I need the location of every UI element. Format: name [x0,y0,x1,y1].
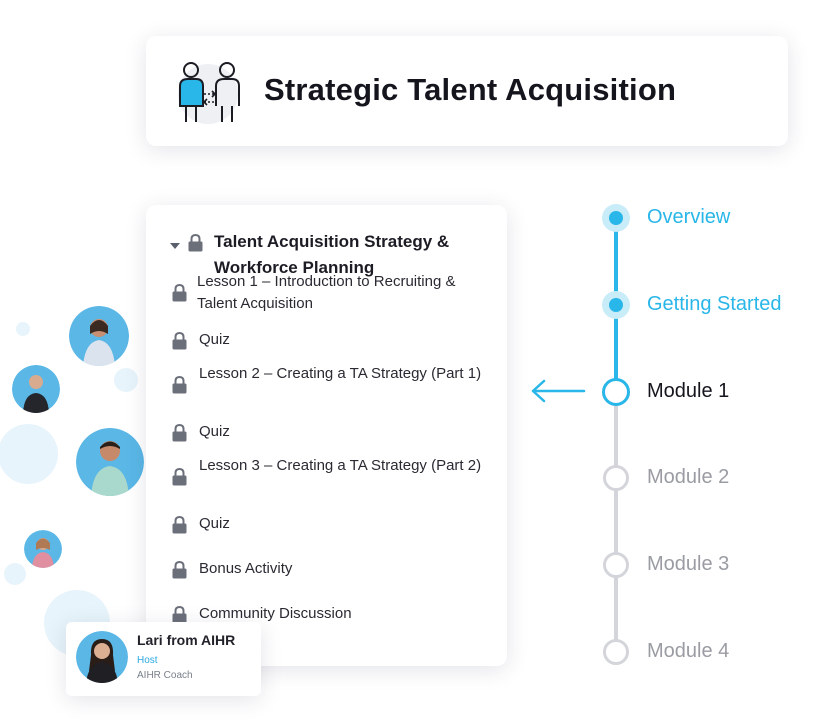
avatar-woman-1 [69,306,129,366]
timeline-line-pending [614,392,618,652]
host-name: Lari from AIHR [137,632,236,648]
lock-icon [172,606,187,624]
lesson-label: Community Discussion [199,605,352,622]
avatar-woman-2 [24,530,62,568]
lesson-label: Lesson 3 – Creating a TA Strategy (Part … [199,457,482,474]
course-title: Strategic Talent Acquisition [264,72,677,107]
decor-bubble [0,424,58,484]
lesson-label: Quiz [199,331,230,348]
timeline-label-module-2[interactable]: Module 2 [647,466,730,488]
avatar-man-1 [12,365,60,413]
lesson-item[interactable]: Quiz [172,420,492,444]
timeline-node-module-3[interactable] [603,552,629,578]
lesson-item[interactable]: Lesson 1 – Introduction to Recruiting & … [172,271,492,317]
timeline-label-getting-started[interactable]: Getting Started [647,293,782,315]
timeline-node-module-1[interactable] [602,378,630,406]
lesson-item[interactable]: Lesson 3 – Creating a TA Strategy (Part … [172,455,492,501]
talent-exchange-icon [174,56,246,128]
lesson-item[interactable]: Bonus Activity [172,557,492,581]
arrow-left-icon [531,379,586,403]
lock-icon [172,284,187,302]
timeline-node-module-4[interactable] [603,639,629,665]
decor-bubble [114,368,138,392]
timeline-label-module-4[interactable]: Module 4 [647,640,730,662]
lesson-label: Bonus Activity [199,560,293,577]
lock-icon [172,332,187,350]
module-lessons-panel: Talent Acquisition Strategy & Workforce … [146,205,507,666]
decor-bubble [16,322,30,336]
module-title: Talent Acquisition Strategy & Workforce … [214,232,450,277]
timeline-label-module-1[interactable]: Module 1 [647,380,730,402]
lesson-label: Quiz [199,515,230,532]
lesson-item[interactable]: Community Discussion [172,602,492,626]
lesson-item[interactable]: Lesson 2 – Creating a TA Strategy (Part … [172,363,492,409]
caret-down-icon[interactable] [170,243,180,249]
lesson-label: Quiz [199,423,230,440]
timeline-node-getting-started[interactable] [602,291,630,319]
host-role: Host [137,655,158,666]
host-avatar [76,631,128,683]
lesson-label: Lesson 2 – Creating a TA Strategy (Part … [199,365,482,382]
decor-bubble [4,563,26,585]
avatar-man-2 [76,428,144,496]
timeline-node-module-2[interactable] [603,465,629,491]
lock-icon [172,561,187,579]
lesson-item[interactable]: Quiz [172,512,492,536]
lock-icon [172,424,187,442]
lock-icon [172,516,187,534]
lesson-item[interactable]: Quiz [172,328,492,352]
host-card: Lari from AIHR Host AIHR Coach [66,622,261,696]
timeline-label-module-3[interactable]: Module 3 [647,553,730,575]
timeline-node-overview[interactable] [602,204,630,232]
host-org: AIHR Coach [137,670,193,681]
lock-icon [172,376,187,394]
course-header-card: Strategic Talent Acquisition [146,36,788,146]
lesson-label: Lesson 1 – Introduction to Recruiting & … [197,273,456,312]
lock-icon [188,234,203,252]
timeline-label-overview[interactable]: Overview [647,206,731,228]
lock-icon [172,468,187,486]
